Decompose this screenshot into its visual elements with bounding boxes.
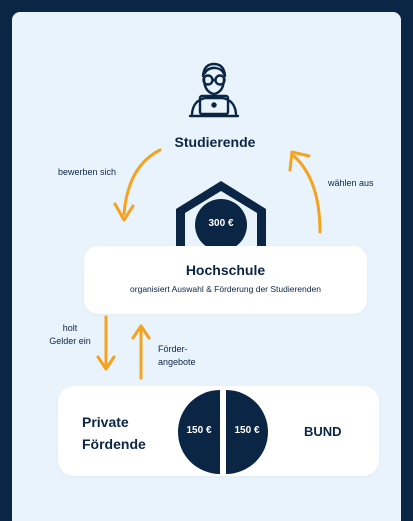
- hochschule-title: Hochschule: [185, 262, 266, 278]
- label-holt: holt Gelder ein: [49, 323, 91, 346]
- label-waehlen: wählen aus: [328, 178, 374, 188]
- private-amount: 150 €: [186, 425, 212, 436]
- student-laptop-icon: [188, 62, 240, 118]
- hochschule-subtitle: organisiert Auswahl & Förderung der Stud…: [130, 284, 321, 294]
- arrow-select: [288, 150, 322, 234]
- student-label: Studierende: [174, 134, 256, 150]
- private-line-2: Fördende: [82, 436, 146, 452]
- hochschule-amount: 300 €: [208, 218, 234, 229]
- arrow-collect-funds: [96, 315, 116, 371]
- private-funders-label: Private Fördende: [82, 411, 146, 455]
- arrow-apply: [113, 148, 162, 222]
- label-foerder: Förder- angebote: [158, 344, 196, 367]
- hochschule-card: Hochschule organisiert Auswahl & Förderu…: [84, 246, 367, 314]
- bund-label: BUND: [304, 424, 342, 439]
- private-line-1: Private: [82, 414, 129, 430]
- university-roof-icon: [176, 181, 266, 253]
- bund-amount: 150 €: [234, 425, 260, 436]
- arrow-funding-offers: [131, 324, 151, 380]
- label-bewerben: bewerben sich: [58, 167, 117, 177]
- split-coin-icon: [178, 390, 268, 474]
